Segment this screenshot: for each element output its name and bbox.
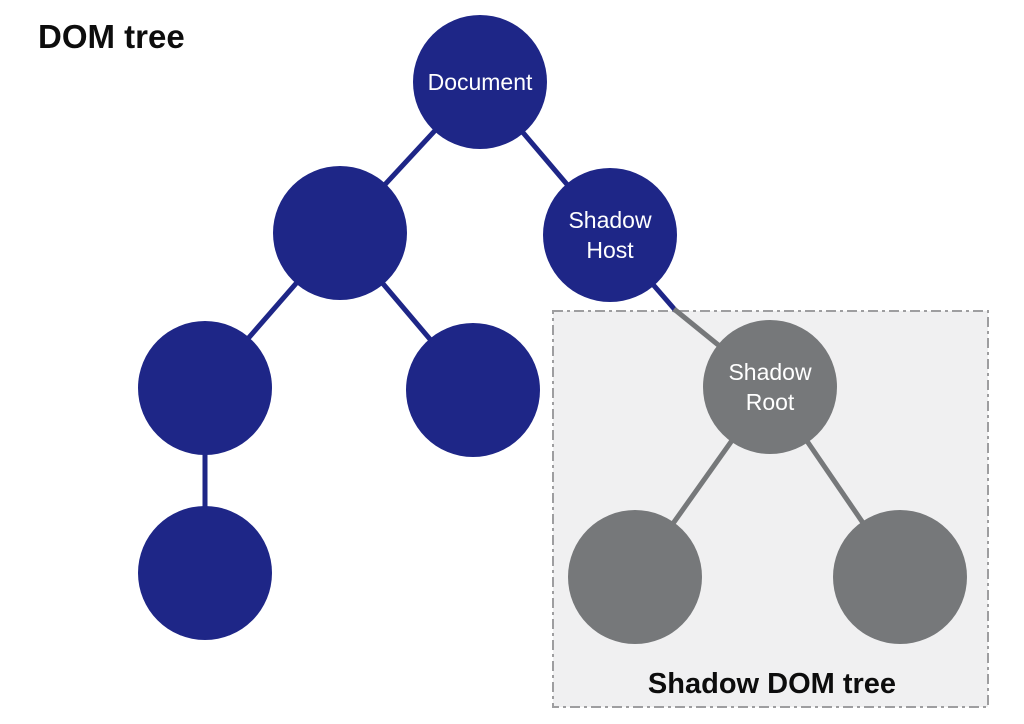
document-node-label: Document <box>428 69 533 95</box>
dom-tree-title: DOM tree <box>38 18 185 55</box>
unlabeled-child-left-node <box>138 321 272 455</box>
unlabeled-shadow-child-left-node <box>568 510 702 644</box>
unlabeled-element-node <box>273 166 407 300</box>
unlabeled-grandchild-node <box>138 506 272 640</box>
shadow-root-label-line1: Shadow <box>728 359 812 385</box>
unlabeled-child-right-node <box>406 323 540 457</box>
shadow-host-label-line1: Shadow <box>568 207 652 233</box>
unlabeled-shadow-child-right-node <box>833 510 967 644</box>
shadow-root-node <box>703 320 837 454</box>
document-node <box>413 15 547 149</box>
shadow-root-label-line2: Root <box>746 389 795 415</box>
shadow-host-label-line2: Host <box>586 237 634 263</box>
shadow-host-node <box>543 168 677 302</box>
shadow-dom-tree-title: Shadow DOM tree <box>648 668 896 700</box>
